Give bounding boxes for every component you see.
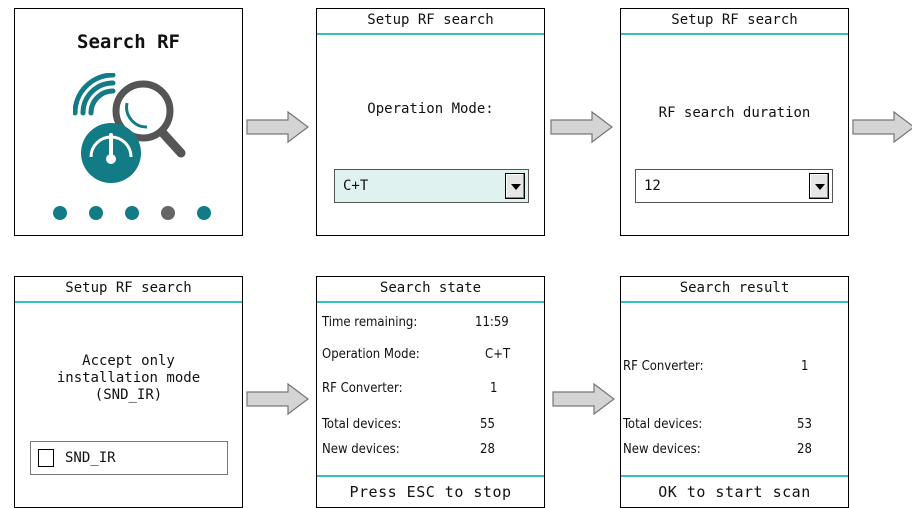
dropdown-button[interactable]	[809, 173, 829, 199]
screen-search-state: Search state Time remaining: 11:59 Opera…	[316, 276, 545, 508]
status-row-total-devices: Total devices: 55	[322, 415, 544, 435]
status-value: 11:59	[475, 315, 509, 330]
description-line: (SND_IR)	[94, 387, 163, 403]
panel-footer: Press ESC to stop	[317, 475, 544, 507]
screen-operation-mode: Setup RF search Operation Mode: C+T	[316, 8, 545, 236]
status-key: Operation Mode:	[322, 347, 420, 362]
installation-mode-description: Accept only installation mode (SND_IR)	[15, 353, 242, 404]
chevron-down-icon	[815, 184, 825, 190]
status-row-new-devices: New devices: 28	[322, 440, 544, 460]
arrow-right-icon	[246, 110, 309, 144]
checkbox-label: SND_IR	[65, 450, 116, 466]
status-row-operation-mode: Operation Mode: C+T	[322, 345, 544, 365]
page-dot-1	[53, 206, 67, 220]
search-duration-label: RF search duration	[658, 105, 811, 121]
status-key: Time remaining:	[322, 315, 418, 330]
panel-footer: OK to start scan	[621, 475, 848, 507]
panel-title: Setup RF search	[317, 9, 544, 35]
result-value: 53	[797, 417, 812, 432]
snd-ir-checkbox-row[interactable]: SND_IR	[30, 441, 228, 475]
search-duration-select[interactable]: 12	[635, 169, 833, 203]
page-dot-3	[125, 206, 139, 220]
operation-mode-label: Operation Mode:	[367, 101, 494, 117]
panel-title: Setup RF search	[621, 9, 848, 35]
status-value: 28	[480, 442, 495, 457]
panel-title: Search state	[317, 277, 544, 303]
select-value: C+T	[343, 178, 369, 194]
description-line: installation mode	[56, 370, 201, 386]
screen-search-duration: Setup RF search RF search duration 12	[620, 8, 849, 236]
rf-search-icon	[73, 73, 186, 183]
splash-title: Search RF	[77, 31, 180, 53]
snd-ir-checkbox[interactable]	[38, 449, 54, 467]
status-value: C+T	[485, 347, 511, 362]
screen-search-result: Search result RF Converter: 1 Total devi…	[620, 276, 849, 508]
status-key: RF Converter:	[322, 381, 403, 396]
select-value: 12	[644, 178, 661, 194]
status-value: 1	[490, 381, 498, 396]
status-row-time-remaining: Time remaining: 11:59	[322, 313, 544, 333]
result-row-rf-converter: RF Converter: 1	[623, 357, 848, 377]
arrow-right-icon	[852, 110, 912, 144]
result-row-new-devices: New devices: 28	[623, 440, 848, 460]
panel-title: Search result	[621, 277, 848, 303]
page-dot-4	[161, 206, 175, 220]
screen-search-rf: Search RF	[14, 8, 243, 236]
operation-mode-select[interactable]: C+T	[334, 169, 529, 203]
result-value: 28	[797, 442, 812, 457]
result-key: New devices:	[623, 442, 701, 457]
arrow-right-icon	[552, 382, 615, 416]
screen-installation-mode: Setup RF search Accept only installation…	[14, 276, 243, 508]
page-dot-2	[89, 206, 103, 220]
status-row-rf-converter: RF Converter: 1	[322, 379, 544, 399]
dropdown-button[interactable]	[505, 173, 525, 199]
page-dot-5	[197, 206, 211, 220]
arrow-right-icon	[550, 110, 613, 144]
result-key: Total devices:	[623, 417, 703, 432]
status-key: New devices:	[322, 442, 400, 457]
chevron-down-icon	[511, 184, 521, 190]
result-row-total-devices: Total devices: 53	[623, 415, 848, 435]
result-key: RF Converter:	[623, 359, 704, 374]
result-value: 1	[801, 359, 809, 374]
panel-title: Setup RF search	[15, 277, 242, 303]
status-key: Total devices:	[322, 417, 402, 432]
arrow-right-icon	[246, 382, 309, 416]
description-line: Accept only	[82, 353, 175, 369]
status-value: 55	[480, 417, 495, 432]
